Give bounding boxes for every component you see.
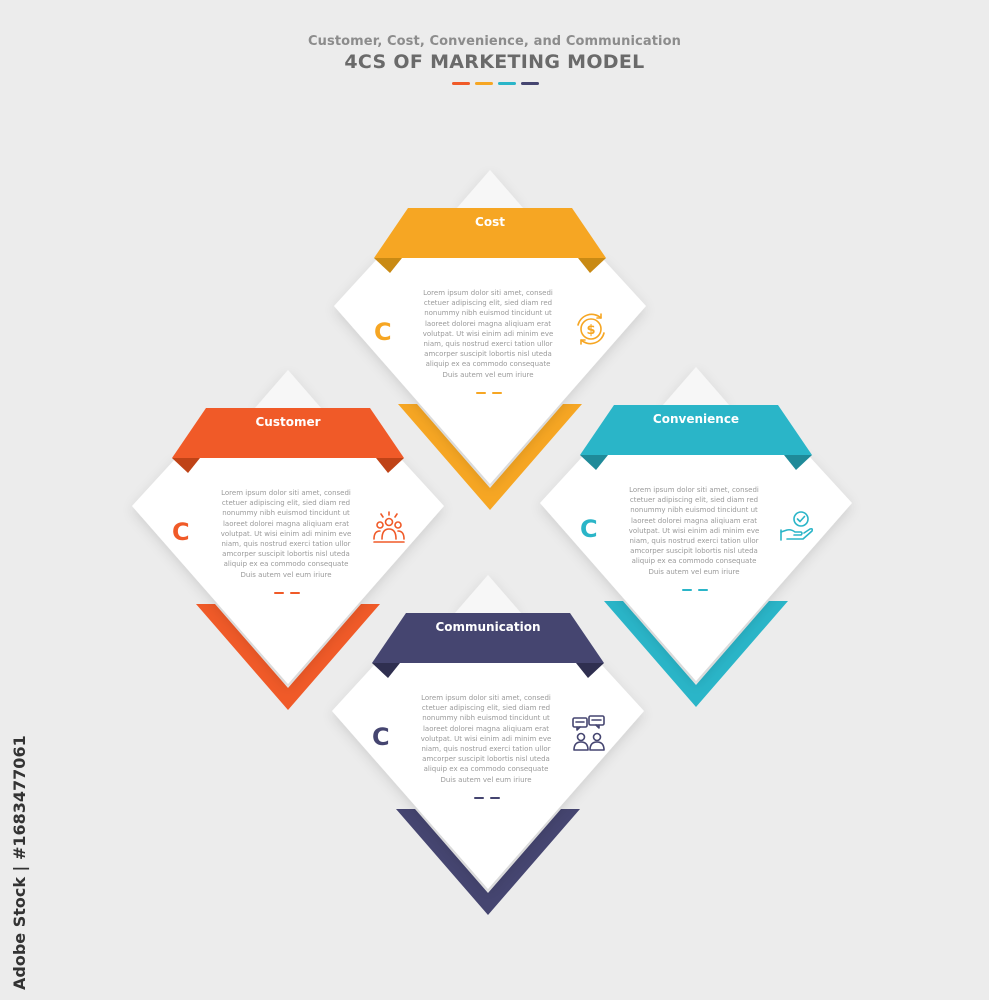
card-dash-2 xyxy=(490,797,500,799)
card-title: Customer xyxy=(255,415,321,429)
color-bar-3 xyxy=(498,82,516,85)
card-shape xyxy=(132,370,444,710)
card-shape xyxy=(334,170,646,510)
card-dash-1 xyxy=(474,797,484,799)
card-letter: C xyxy=(172,518,190,546)
page-subtitle: Customer, Cost, Convenience, and Communi… xyxy=(307,34,681,49)
card-letter: C xyxy=(374,318,392,346)
card-title: Cost xyxy=(475,215,505,229)
stock-id: Adobe Stock | #1683477061 xyxy=(10,735,29,990)
card-letter: C xyxy=(372,723,390,751)
color-bar-2 xyxy=(475,82,493,85)
card-body-text: Lorem ipsum dolor siti amet, consedi cte… xyxy=(422,289,554,379)
chat-people-icon xyxy=(569,714,609,754)
card-title: Convenience xyxy=(652,412,740,426)
card-dash-2 xyxy=(698,589,708,591)
svg-text:$: $ xyxy=(586,323,595,338)
color-bar-1 xyxy=(452,82,470,85)
card-shape xyxy=(540,367,852,707)
card-dash-2 xyxy=(492,392,502,394)
dollar-cycle-icon: $ xyxy=(571,309,611,349)
card-shape xyxy=(332,575,644,915)
hand-check-icon xyxy=(777,506,817,546)
card-body-text: Lorem ipsum dolor siti amet, consedi cte… xyxy=(628,486,760,576)
card-body-text: Lorem ipsum dolor siti amet, consedi cte… xyxy=(220,489,352,579)
card-letter: C xyxy=(580,515,598,543)
card-dash-1 xyxy=(274,592,284,594)
card-body-text: Lorem ipsum dolor siti amet, consedi cte… xyxy=(420,694,552,784)
people-group-icon xyxy=(369,509,409,549)
color-bar-4 xyxy=(521,82,539,85)
card-dash-2 xyxy=(290,592,300,594)
card-dash-1 xyxy=(682,589,692,591)
page-title: 4CS OF MARKETING MODEL xyxy=(344,51,645,73)
card-title: Communication xyxy=(435,620,541,634)
card-dash-1 xyxy=(476,392,486,394)
